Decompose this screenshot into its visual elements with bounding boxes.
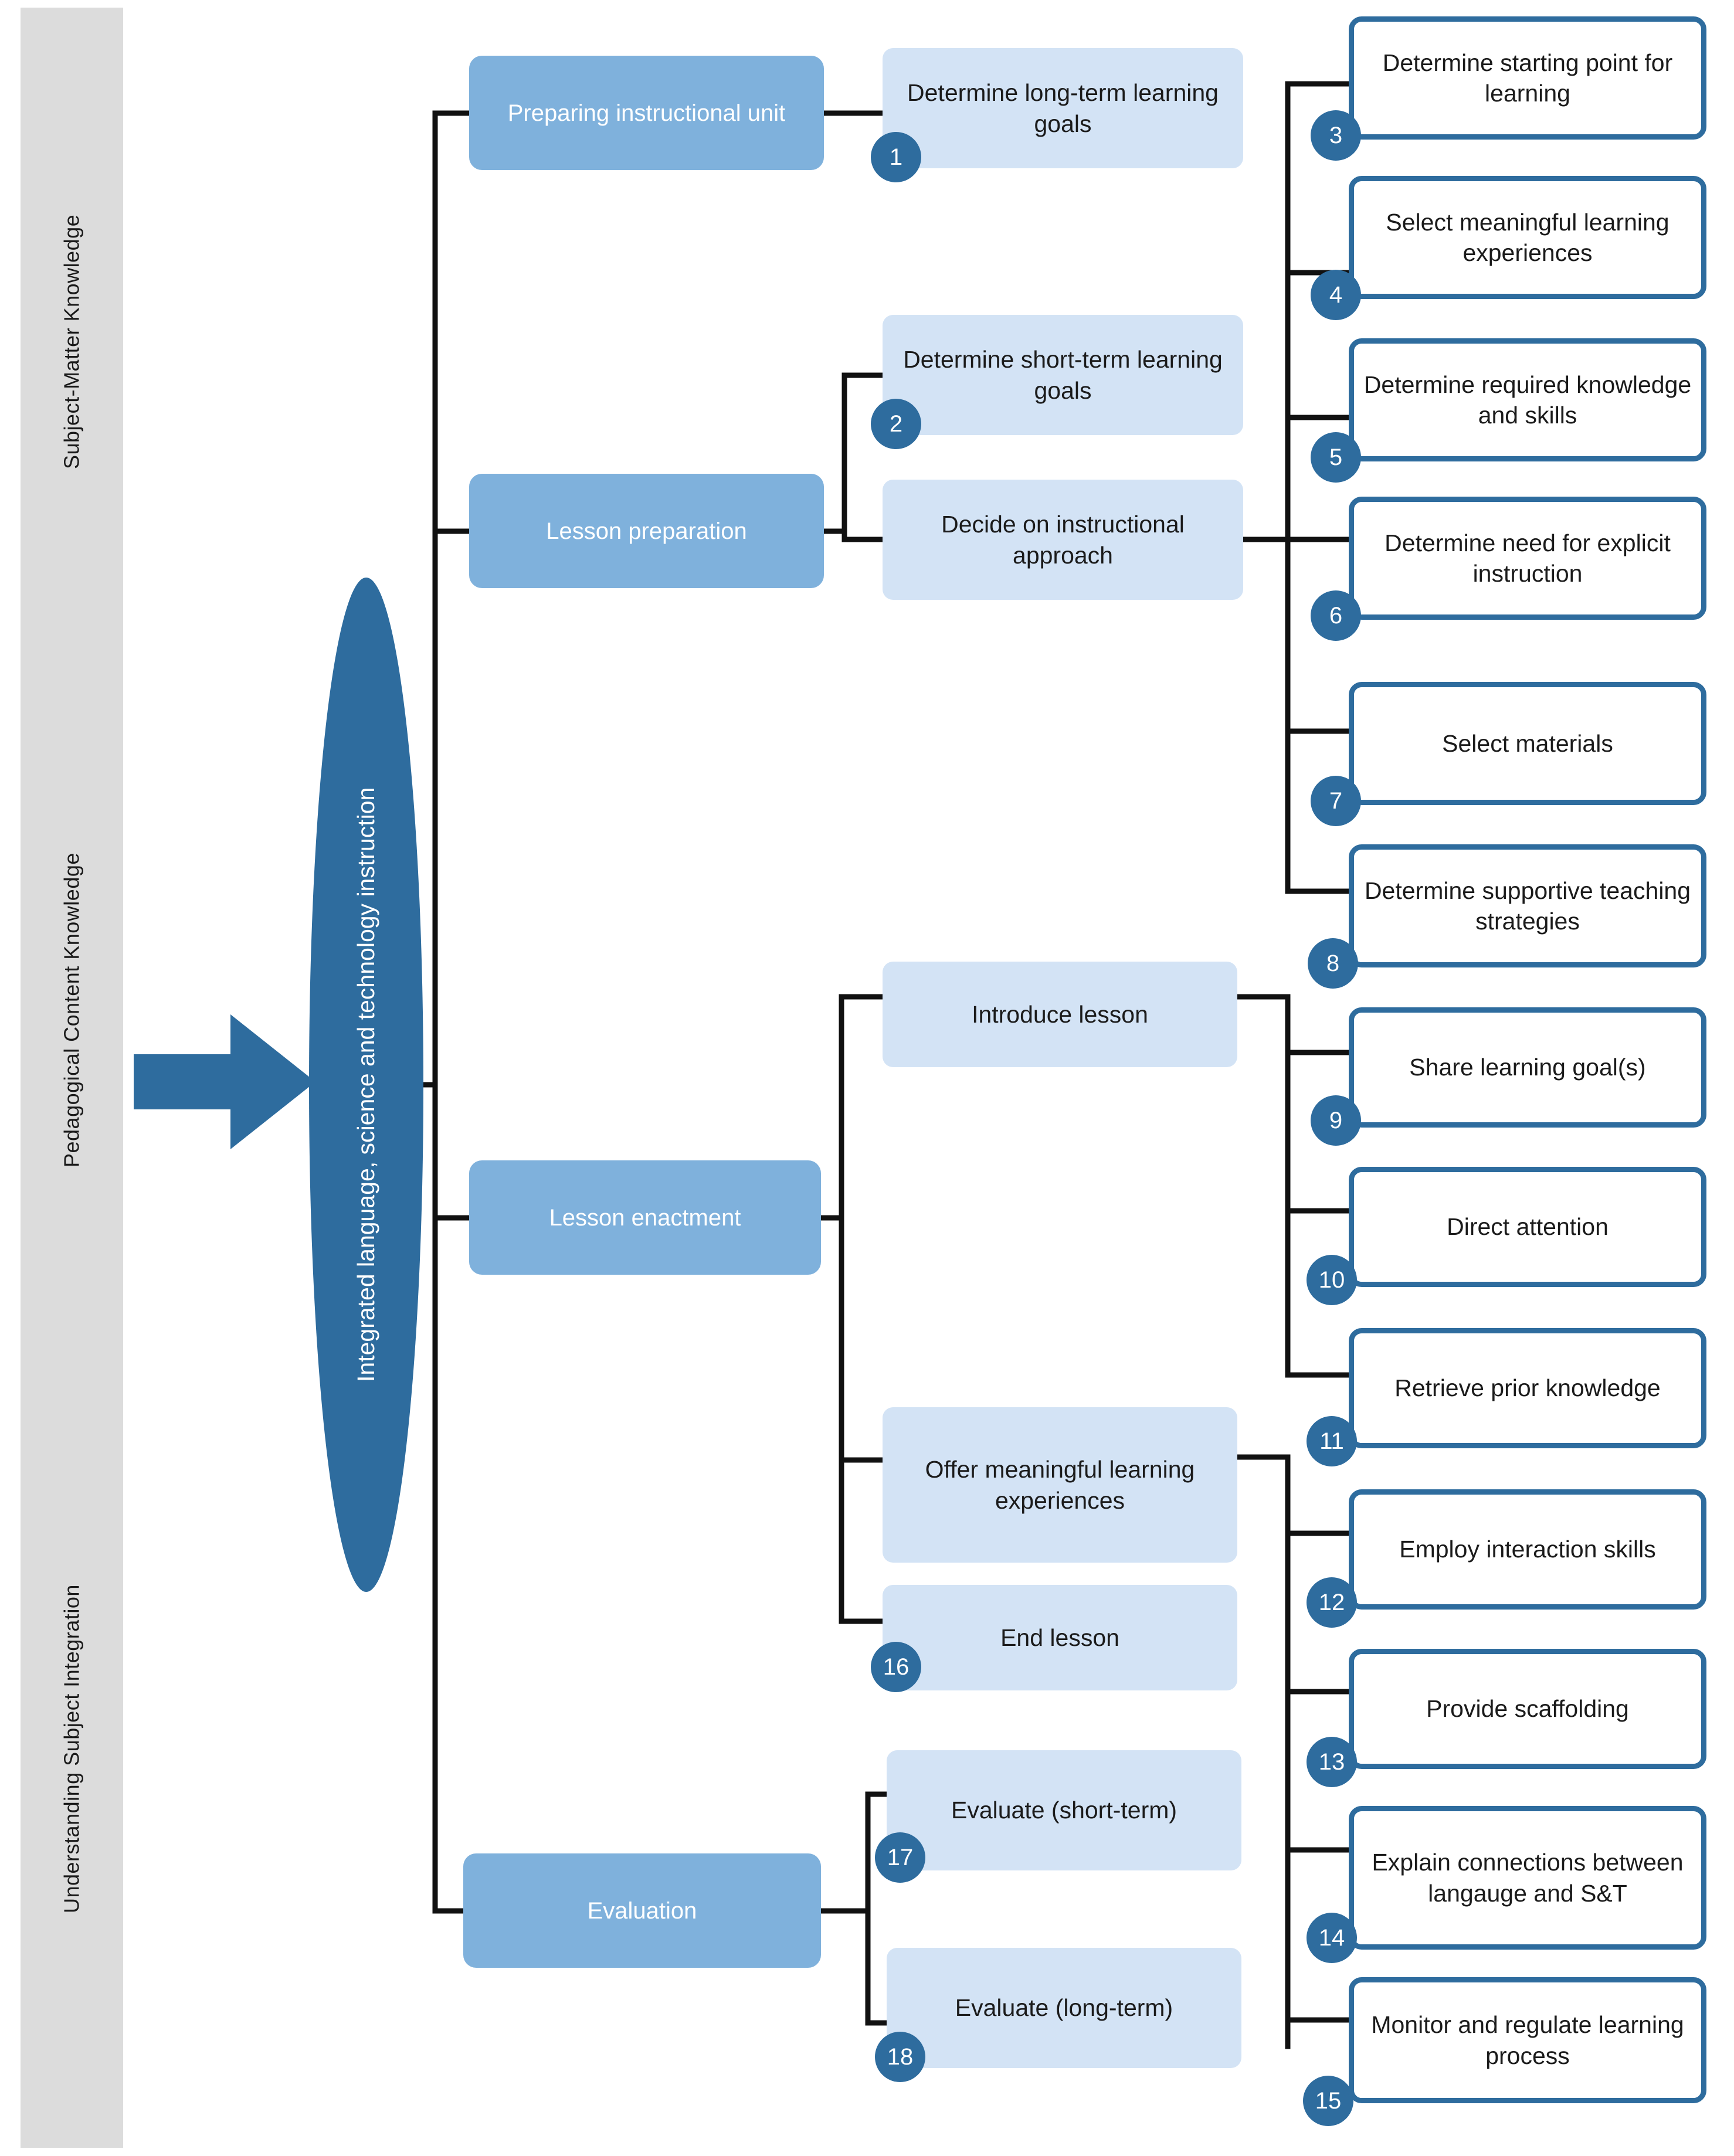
activity-label: Determine short-term learning goals [903, 346, 1223, 404]
task-direct-attention[interactable]: Direct attention [1349, 1167, 1706, 1287]
task-label: Select meaningful learning experiences [1386, 208, 1669, 266]
phase-lesson-preparation[interactable]: Lesson preparation [469, 474, 824, 588]
task-label: Determine required knowledge and skills [1363, 371, 1692, 429]
task-determine-required-knowledge-and-skills[interactable]: Determine required knowledge and skills [1349, 338, 1706, 461]
badge-2: 2 [871, 399, 921, 449]
activity-end-lesson[interactable]: End lesson [883, 1585, 1237, 1690]
activity-label: Introduce lesson [972, 1000, 1148, 1028]
badge-15: 15 [1303, 2076, 1353, 2126]
right-arrow-icon [134, 1014, 315, 1149]
task-provide-scaffolding[interactable]: Provide scaffolding [1349, 1649, 1706, 1769]
task-label: Select materials [1442, 729, 1613, 757]
task-label: Retrieve prior knowledge [1394, 1374, 1661, 1402]
badge-14: 14 [1307, 1913, 1357, 1963]
task-monitor-and-regulate-learning-process[interactable]: Monitor and regulate learning process [1349, 1977, 1706, 2103]
badge-12: 12 [1307, 1577, 1357, 1628]
activity-decide-on-instructional-approach[interactable]: Decide on instructional approach [883, 480, 1243, 600]
badge-3: 3 [1311, 110, 1361, 161]
task-label: Determine need for explicit instruction [1385, 529, 1671, 587]
task-label: Monitor and regulate learning process [1371, 2011, 1684, 2069]
badge-6: 6 [1311, 590, 1361, 641]
core-concept-label: Integrated language, science and technol… [352, 787, 379, 1383]
badge-5: 5 [1311, 432, 1361, 483]
task-determine-starting-point-for-learning[interactable]: Determine starting point for learning [1349, 16, 1706, 140]
activity-evaluate-long-term[interactable]: Evaluate (long-term) [887, 1948, 1241, 2068]
domain-strip: Subject-Matter Knowledge Pedagogical Con… [21, 8, 123, 2148]
activity-label: Evaluate (long-term) [955, 1994, 1173, 2022]
task-determine-supportive-teaching-strategies[interactable]: Determine supportive teaching strategies [1349, 844, 1706, 967]
task-employ-interaction-skills[interactable]: Employ interaction skills [1349, 1489, 1706, 1610]
task-select-meaningful-learning-experiences[interactable]: Select meaningful learning experiences [1349, 176, 1706, 299]
activity-label: Determine long-term learning goals [907, 79, 1219, 137]
badge-17: 17 [875, 1832, 925, 1883]
task-label: Provide scaffolding [1426, 1695, 1629, 1723]
task-select-materials[interactable]: Select materials [1349, 682, 1706, 805]
task-share-learning-goals[interactable]: Share learning goal(s) [1349, 1007, 1706, 1128]
badge-10: 10 [1307, 1255, 1357, 1305]
task-label: Determine supportive teaching strategies [1364, 877, 1691, 935]
activity-label: End lesson [1000, 1624, 1119, 1651]
core-concept-ellipse[interactable]: Integrated language, science and technol… [309, 578, 423, 1592]
badge-18: 18 [875, 2032, 925, 2082]
badge-7: 7 [1311, 776, 1361, 826]
phase-label: Evaluation [587, 1897, 697, 1924]
activity-label: Decide on instructional approach [941, 511, 1185, 569]
phase-label: Lesson enactment [549, 1204, 741, 1231]
task-label: Share learning goal(s) [1409, 1054, 1646, 1081]
activity-introduce-lesson[interactable]: Introduce lesson [883, 962, 1237, 1067]
task-label: Direct attention [1447, 1213, 1609, 1241]
domain-label-pedagogical-content-knowledge: Pedagogical Content Knowledge [59, 853, 84, 1168]
activity-determine-short-term-learning-goals[interactable]: Determine short-term learning goals [883, 315, 1243, 435]
phase-preparing-instructional-unit[interactable]: Preparing instructional unit [469, 56, 824, 170]
task-explain-connections-between-language-and-st[interactable]: Explain connections between langauge and… [1349, 1806, 1706, 1950]
activity-label: Evaluate (short-term) [951, 1797, 1178, 1824]
activity-offer-meaningful-learning-experiences[interactable]: Offer meaningful learning experiences [883, 1407, 1237, 1563]
domain-label-subject-matter-knowledge: Subject-Matter Knowledge [59, 214, 84, 470]
phase-lesson-enactment[interactable]: Lesson enactment [469, 1160, 821, 1275]
badge-1: 1 [871, 132, 921, 182]
phase-evaluation[interactable]: Evaluation [463, 1853, 821, 1968]
badge-16: 16 [871, 1642, 921, 1692]
activity-determine-long-term-learning-goals[interactable]: Determine long-term learning goals [883, 48, 1243, 168]
badge-9: 9 [1311, 1095, 1361, 1146]
badge-11: 11 [1307, 1416, 1357, 1466]
task-retrieve-prior-knowledge[interactable]: Retrieve prior knowledge [1349, 1328, 1706, 1448]
task-label: Determine starting point for learning [1382, 49, 1673, 107]
badge-4: 4 [1311, 270, 1361, 320]
activity-evaluate-short-term[interactable]: Evaluate (short-term) [887, 1750, 1241, 1870]
phase-label: Lesson preparation [546, 518, 747, 544]
activity-label: Offer meaningful learning experiences [925, 1456, 1195, 1514]
task-determine-need-for-explicit-instruction[interactable]: Determine need for explicit instruction [1349, 497, 1706, 620]
domain-label-understanding-subject-integration: Understanding Subject Integration [59, 1584, 84, 1914]
task-label: Employ interaction skills [1399, 1536, 1656, 1563]
badge-13: 13 [1307, 1737, 1357, 1787]
badge-8: 8 [1308, 938, 1358, 989]
phase-label: Preparing instructional unit [507, 100, 786, 126]
task-label: Explain connections between langauge and… [1372, 1849, 1684, 1907]
